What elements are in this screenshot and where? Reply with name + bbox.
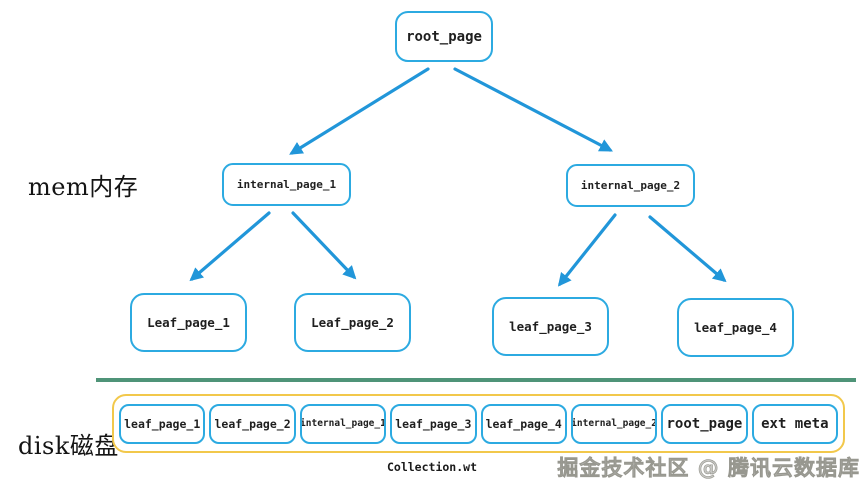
tree-node-leaf-page-4: leaf_page_4 (677, 298, 794, 357)
arrow-internal2-to-leaf4 (648, 215, 727, 283)
disk-cell-leaf-page-3: leaf_page_3 (390, 403, 477, 444)
arrow-root-to-internal1 (289, 67, 430, 155)
tree-node-leaf-page-2: Leaf_page_2 (294, 293, 411, 352)
disk-zone-label: disk磁盘 (18, 432, 119, 460)
tree-node-internal-page-1: internal_page_1 (222, 163, 351, 206)
disk-cell-leaf-page-2: leaf_page_2 (209, 403, 296, 444)
disk-cell-ext-meta: ext meta (751, 403, 838, 444)
arrow-internal1-to-leaf2 (291, 211, 357, 280)
tree-node-leaf-page-1: Leaf_page_1 (130, 293, 247, 352)
disk-file-container: leaf_page_1 leaf_page_2 internal_page_1 … (112, 394, 845, 453)
tree-node-root-page: root_page (395, 11, 493, 62)
arrow-internal2-to-leaf3 (557, 213, 617, 287)
disk-cell-internal-page-2: internal_page_2 (570, 403, 658, 444)
disk-cell-root-page: root_page (661, 403, 748, 444)
mem-zone-label: mem内存 (28, 173, 139, 201)
disk-cell-leaf-page-4: leaf_page_4 (480, 403, 567, 444)
tree-node-internal-page-2: internal_page_2 (566, 164, 695, 207)
arrow-root-to-internal2 (453, 67, 613, 152)
disk-cell-leaf-page-1: leaf_page_1 (119, 403, 206, 444)
collection-file-label: Collection.wt (386, 460, 477, 474)
arrow-internal1-to-leaf1 (189, 211, 271, 282)
tree-node-leaf-page-3: leaf_page_3 (492, 297, 609, 356)
watermark: 掘金技术社区 @ 腾讯云数据库 (557, 456, 860, 481)
disk-cell-internal-page-1: internal_page_1 (299, 403, 387, 444)
